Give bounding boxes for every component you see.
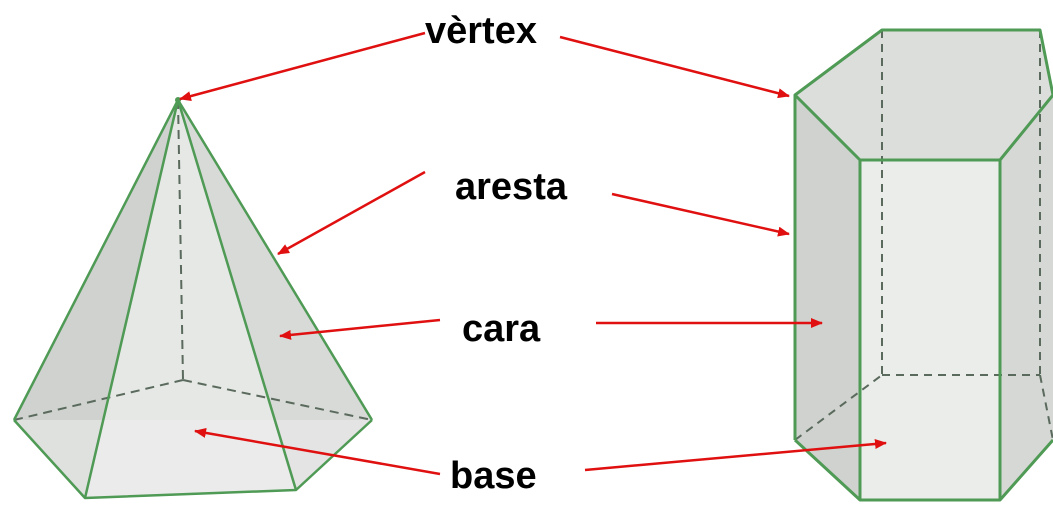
pyramid-face-front — [85, 100, 296, 498]
arrow-base-to-prism — [584, 439, 887, 472]
pyramid-edges — [12, 99, 374, 500]
pyramid-face-left — [14, 100, 178, 498]
prism-edges — [793, 28, 1053, 502]
arrow-vertex-to-prism — [559, 35, 790, 99]
label-face: cara — [462, 308, 541, 350]
prism-face-front — [860, 160, 1000, 500]
pyramid-hidden-edges — [13, 99, 373, 421]
prism-top-face — [795, 30, 1053, 160]
label-edge: aresta — [455, 166, 567, 208]
prism-face-right — [1000, 95, 1053, 500]
pyramid-face-right — [178, 100, 372, 490]
arrow-base-to-pyramid — [194, 427, 441, 476]
arrow-edge-to-pyramid — [277, 170, 426, 256]
arrow-edge-to-prism — [611, 192, 790, 237]
pyramid-base-face — [14, 420, 372, 498]
annotation-arrows — [179, 31, 887, 476]
hexagonal-prism — [793, 28, 1053, 502]
pentagonal-pyramid — [12, 97, 374, 500]
prism-hidden-edges — [794, 30, 1053, 441]
prism-face-left — [795, 95, 860, 500]
label-vertex: vèrtex — [425, 10, 537, 52]
arrow-face-to-pyramid — [279, 318, 441, 340]
label-base: base — [450, 455, 537, 497]
arrow-vertex-to-pyramid — [179, 31, 426, 101]
